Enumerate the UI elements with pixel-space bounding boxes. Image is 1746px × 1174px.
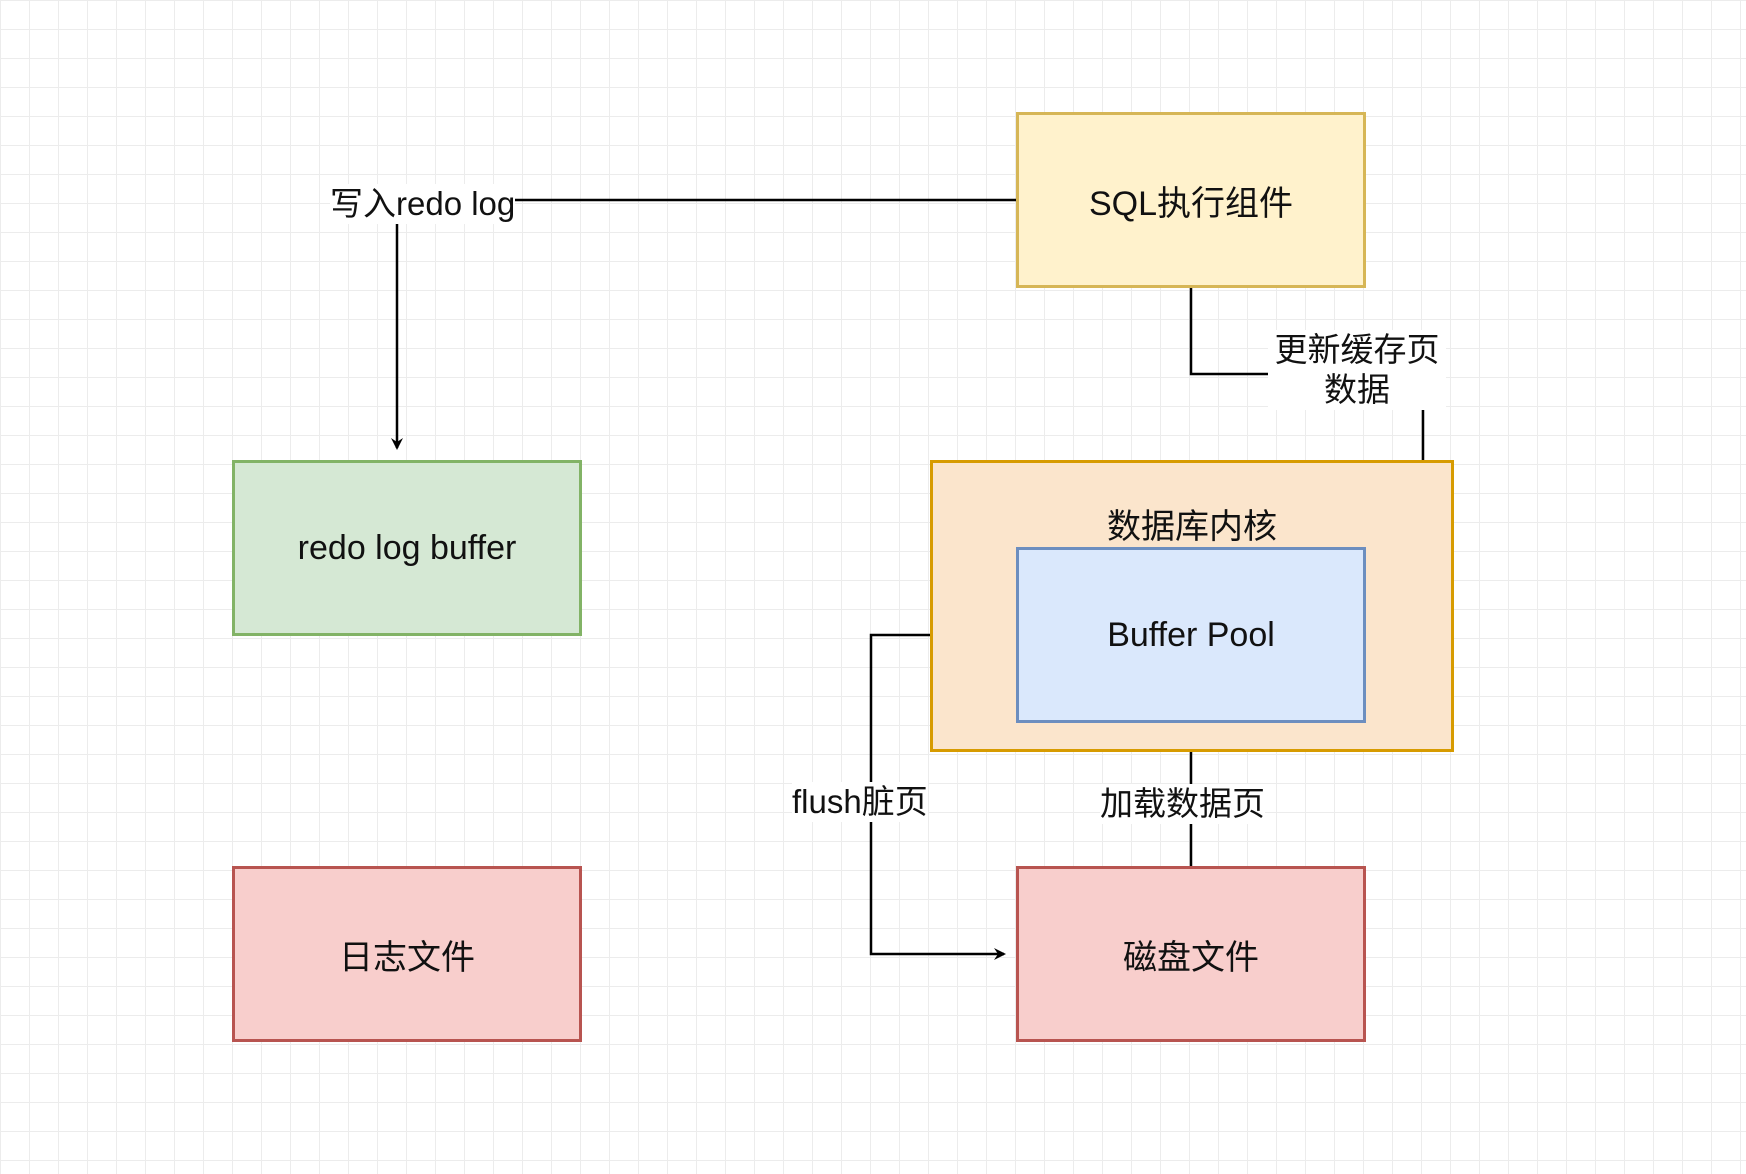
disk-file-node[interactable]: 磁盘文件 bbox=[1016, 866, 1366, 1042]
buffer-pool-node[interactable]: Buffer Pool bbox=[1016, 547, 1366, 723]
buffer-pool-label: Buffer Pool bbox=[1107, 615, 1275, 654]
edge-write-redo bbox=[391, 198, 1016, 450]
edge-label-update-cache-line1: 更新缓存页 bbox=[1274, 331, 1440, 368]
disk-file-label: 磁盘文件 bbox=[1123, 938, 1259, 977]
sql-execution-label: SQL执行组件 bbox=[1088, 184, 1294, 223]
edge-label-write-redo: 写入redo log bbox=[330, 184, 516, 224]
edge-label-flush: flush脏页 bbox=[792, 782, 928, 822]
redo-log-buffer-label: redo log buffer bbox=[297, 528, 517, 567]
edge-label-update-cache: 更新缓存页 数据 bbox=[1268, 330, 1446, 410]
edge-label-load: 加载数据页 bbox=[1100, 784, 1265, 824]
sql-execution-node[interactable]: SQL执行组件 bbox=[1016, 112, 1366, 288]
log-file-node[interactable]: 日志文件 bbox=[232, 866, 582, 1042]
database-kernel-label: 数据库内核 bbox=[1107, 508, 1277, 546]
log-file-label: 日志文件 bbox=[339, 938, 475, 977]
redo-log-buffer-node[interactable]: redo log buffer bbox=[232, 460, 582, 636]
edge-label-update-cache-line2: 数据 bbox=[1324, 371, 1390, 408]
